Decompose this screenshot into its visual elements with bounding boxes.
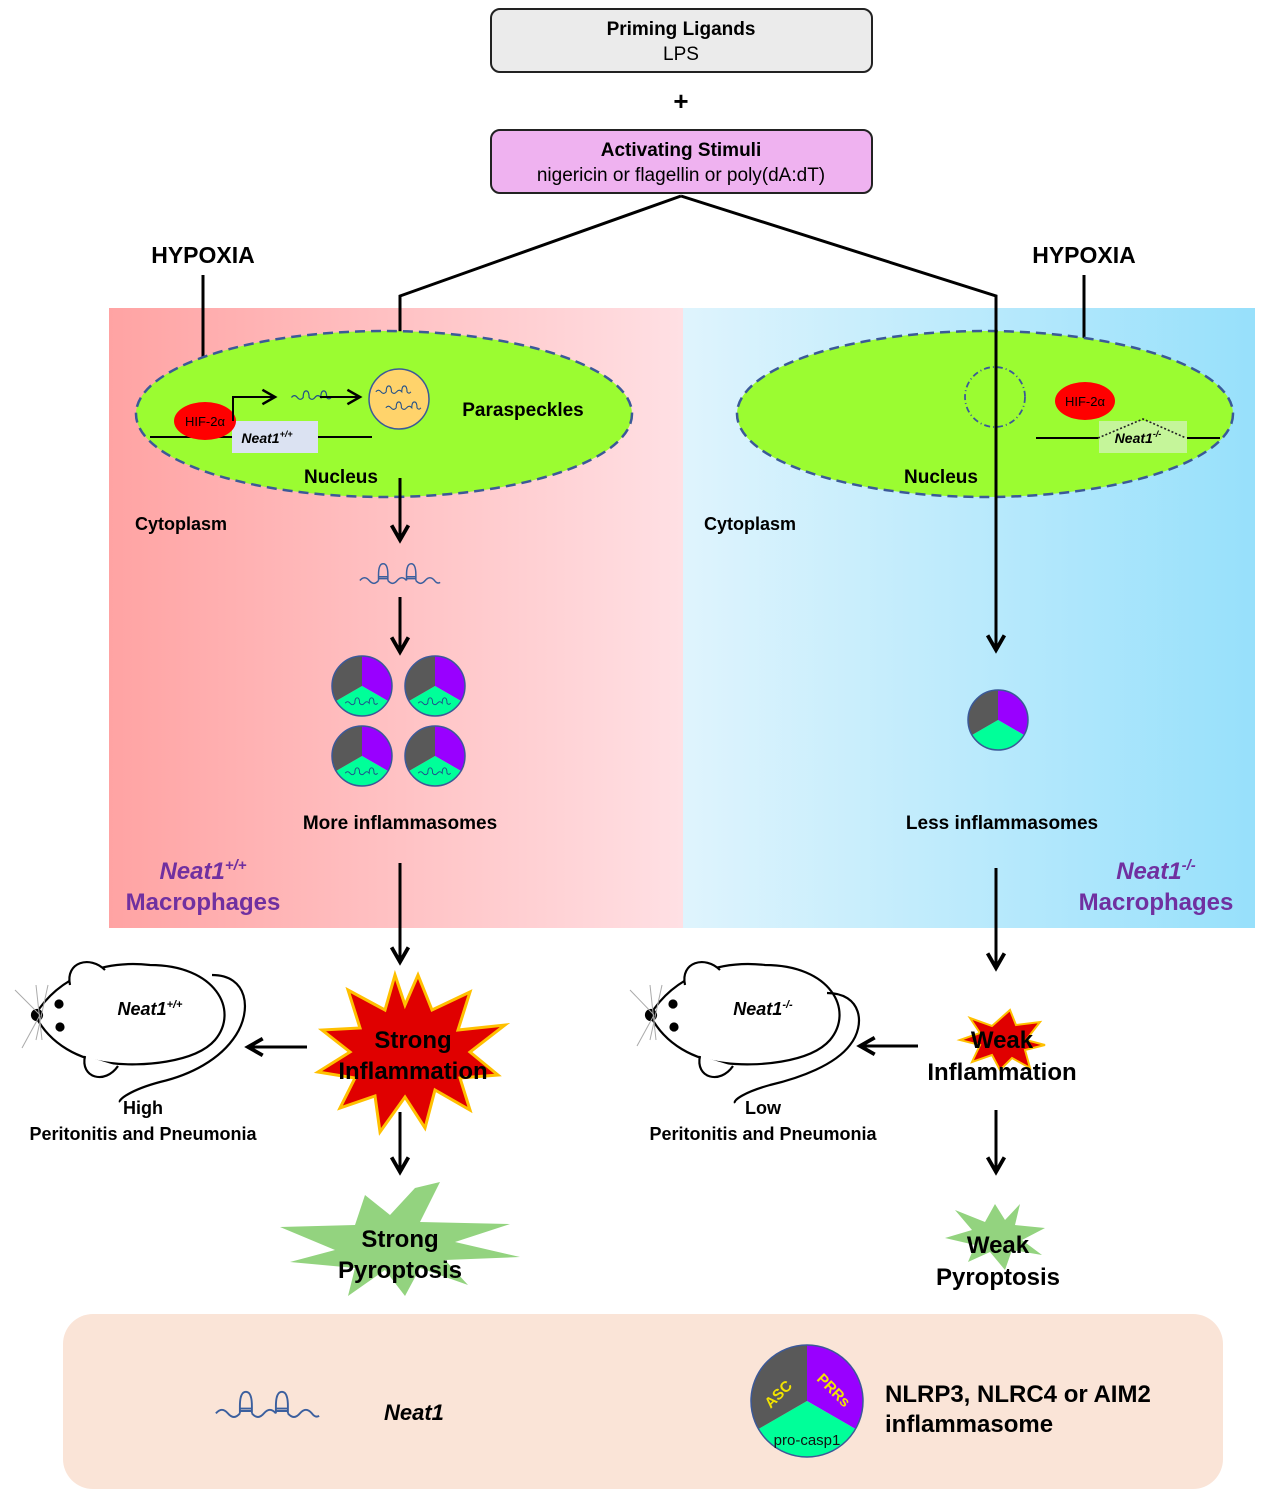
mouse-ko-icon — [629, 961, 860, 1104]
svg-text:Neat1-/-: Neat1-/- — [1116, 857, 1196, 885]
disease-label-wt: Peritonitis and Pneumonia — [29, 1124, 257, 1144]
svg-text:Neat1+/+: Neat1+/+ — [159, 857, 246, 885]
svg-text:Neat1-/-: Neat1-/- — [1115, 429, 1162, 446]
legend-procasp1-label: pro-casp1 — [774, 1432, 841, 1449]
disease-level-wt: High — [123, 1098, 163, 1118]
mouse-sup-wt: +/+ — [167, 999, 183, 1011]
genotype-sup-wt: +/+ — [225, 857, 247, 874]
inflammation-line2-ko: Inflammation — [927, 1059, 1076, 1086]
mouse-sup-ko: -/- — [782, 999, 793, 1011]
neat1-gene-label-wt: Neat1 — [241, 430, 279, 446]
hif2a-label-ko: HIF-2α — [1065, 394, 1106, 409]
mouse-label-wt: Neat1 — [118, 999, 167, 1019]
weak-pyroptosis-burst — [945, 1204, 1045, 1270]
inflammasome-icon — [404, 725, 466, 787]
paraspeckle-icon — [368, 368, 430, 430]
mouse-label-ko: Neat1 — [733, 999, 782, 1019]
hif2a-ko — [1055, 382, 1115, 420]
more-inflammasomes-label: More inflammasomes — [303, 813, 497, 834]
svg-text:Neat1+/+: Neat1+/+ — [241, 429, 293, 446]
legend-inflammasome-line2: inflammasome — [885, 1411, 1053, 1438]
legend-box — [63, 1314, 1223, 1489]
inflammasome-cluster-ko — [967, 689, 1029, 751]
svg-text:Neat1-/-: Neat1-/- — [733, 999, 793, 1019]
genotype-label-wt: Neat1 — [159, 858, 224, 885]
activating-title: Activating Stimuli — [601, 140, 761, 161]
priming-title: Priming Ligands — [607, 19, 756, 40]
inflammasome-icon — [331, 725, 393, 787]
neat1-gene-box-ko — [1099, 421, 1187, 453]
hypoxia-label-left: HYPOXIA — [151, 242, 255, 268]
transcription-arrow — [232, 388, 278, 421]
neat1-gene-box-wt — [232, 421, 318, 453]
disease-level-ko: Low — [745, 1098, 782, 1118]
inflammasome-icon — [967, 689, 1029, 751]
nucleus-label-wt: Nucleus — [304, 467, 378, 488]
neat1-gene-sup-ko: -/- — [1153, 429, 1162, 439]
pyroptosis-line1-wt: Strong — [361, 1226, 438, 1253]
disease-label-ko: Peritonitis and Pneumonia — [649, 1124, 877, 1144]
strong-inflammation-burst — [313, 969, 511, 1136]
pyroptosis-line2-ko: Pyroptosis — [936, 1264, 1060, 1291]
legend-inflammasome-icon: ASC PRRs pro-casp1 — [750, 1344, 864, 1458]
nucleus-wt: Neat1+/+ HIF-2α Paraspeckles Nucleus — [134, 329, 634, 499]
hif2a-wt — [174, 402, 236, 440]
priming-ligands-box: Priming Ligands LPS — [490, 8, 873, 73]
weak-inflammation-burst — [956, 1008, 1046, 1072]
strong-pyroptosis-burst — [280, 1182, 520, 1296]
less-inflammasomes-label: Less inflammasomes — [906, 813, 1098, 834]
plus-sign: + — [673, 86, 688, 116]
hypoxia-label-right: HYPOXIA — [1032, 242, 1136, 268]
hif2a-label-wt: HIF-2α — [185, 414, 226, 429]
nucleus-label-ko: Nucleus — [904, 467, 978, 488]
inflammation-line2-wt: Inflammation — [338, 1058, 487, 1085]
mouse-wt-icon — [14, 961, 247, 1104]
deleted-gene-dotted-line — [1097, 418, 1187, 439]
inflammasome-icon — [331, 655, 393, 717]
inflammation-line1-ko: Weak — [971, 1027, 1034, 1054]
cell-type-label-ko: Macrophages — [1079, 889, 1234, 916]
priming-sub: LPS — [663, 44, 699, 65]
cell-type-label-wt: Macrophages — [126, 889, 281, 916]
activating-stimuli-box: Activating Stimuli nigericin or flagelli… — [490, 129, 873, 194]
nucleus-ko: Neat1-/- HIF-2α Nucleus — [735, 329, 1235, 499]
inflammation-line1-wt: Strong — [374, 1027, 451, 1054]
neat1-gene-label-ko: Neat1 — [1115, 430, 1153, 446]
genotype-sup-ko: -/- — [1182, 857, 1196, 874]
absent-paraspeckle-icon — [964, 366, 1026, 428]
legend-inflammasome-line1: NLRP3, NLRC4 or AIM2 — [885, 1381, 1151, 1408]
neat1-gene-sup-wt: +/+ — [280, 429, 294, 439]
cytoplasm-label-ko: Cytoplasm — [704, 514, 796, 534]
legend-neat1-label: Neat1 — [384, 1400, 444, 1425]
inflammasome-icon — [404, 655, 466, 717]
svg-text:Neat1+/+: Neat1+/+ — [118, 999, 184, 1019]
genotype-label-ko: Neat1 — [1116, 858, 1181, 885]
paraspeckles-label: Paraspeckles — [462, 400, 584, 421]
cytoplasm-label-wt: Cytoplasm — [135, 514, 227, 534]
pyroptosis-line1-ko: Weak — [967, 1232, 1030, 1259]
pyroptosis-line2-wt: Pyroptosis — [338, 1257, 462, 1284]
activating-sub: nigericin or flagellin or poly(dA:dT) — [537, 165, 825, 186]
